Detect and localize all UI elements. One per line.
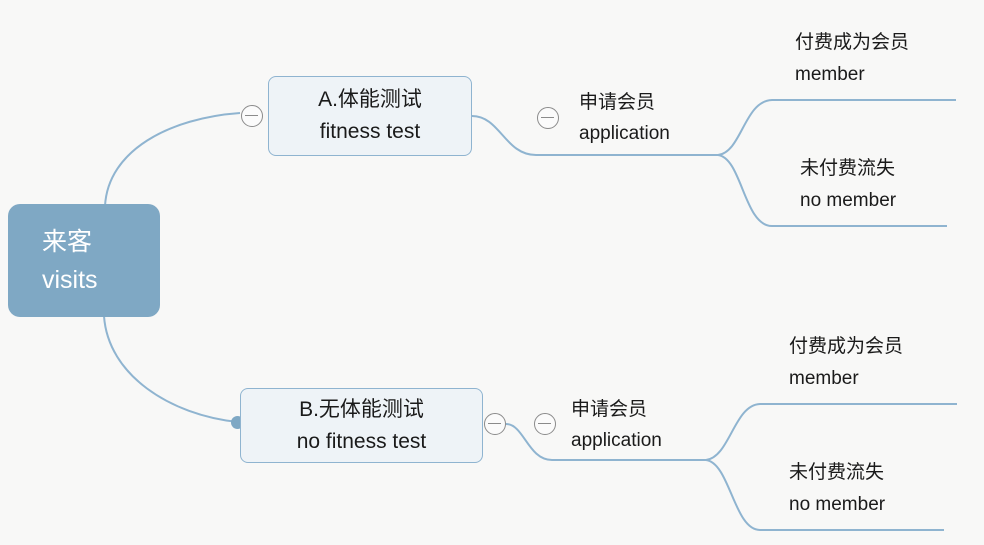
leaf-a1-label-cn: 付费成为会员 [795, 32, 910, 53]
connector-mid-a-to-leaf-1 [717, 99, 956, 156]
collapse-toggle-application-b[interactable] [534, 413, 556, 435]
mid-b-label-en: application [571, 430, 662, 451]
mid-b-label-cn: 申请会员 [571, 399, 648, 420]
mid-node-application-a[interactable]: 申请会员 application [579, 87, 670, 149]
connector-root-to-branch-b [103, 315, 239, 423]
leaf-a1-label-en: member [795, 64, 865, 85]
root-label-en: visits [42, 265, 98, 294]
collapse-toggle-branch-b[interactable] [484, 413, 506, 435]
connector-branch-a-to-mid [471, 115, 537, 156]
mid-a-label-en: application [579, 123, 670, 144]
leaf-b1-label-cn: 付费成为会员 [789, 336, 904, 357]
leaf-node-no-member-a[interactable]: 未付费流失 no member [800, 153, 896, 217]
root-node-visits[interactable]: 来客 visits [8, 204, 160, 317]
collapse-toggle-branch-a[interactable] [241, 105, 263, 127]
leaf-node-no-member-b[interactable]: 未付费流失 no member [789, 457, 885, 521]
collapse-toggle-application-a[interactable] [537, 107, 559, 129]
branch-b-label-en: no fitness test [296, 429, 427, 453]
leaf-node-member-b[interactable]: 付费成为会员 member [789, 331, 903, 395]
leaf-b2-label-cn: 未付费流失 [789, 462, 885, 483]
branch-node-no-fitness-test[interactable]: B.无体能测试 no fitness test [240, 388, 483, 463]
branch-b-label-cn: B.无体能测试 [299, 397, 424, 421]
leaf-b2-label-en: no member [789, 494, 886, 515]
root-label-cn: 来客 [42, 227, 93, 256]
branch-a-label-cn: A.体能测试 [318, 88, 422, 111]
branch-node-fitness-test[interactable]: A.体能测试 fitness test [268, 76, 472, 156]
branch-a-label-en: fitness test [319, 120, 421, 143]
leaf-a2-label-en: no member [800, 190, 897, 211]
leaf-a2-label-cn: 未付费流失 [800, 158, 896, 179]
connector-root-to-branch-a [104, 112, 241, 207]
leaf-node-member-a[interactable]: 付费成为会员 member [795, 27, 909, 91]
mid-a-label-cn: 申请会员 [579, 92, 656, 113]
mid-node-application-b[interactable]: 申请会员 application [571, 394, 662, 456]
connector-mid-b-to-leaf-1 [705, 403, 957, 461]
leaf-b1-label-en: member [789, 368, 859, 389]
